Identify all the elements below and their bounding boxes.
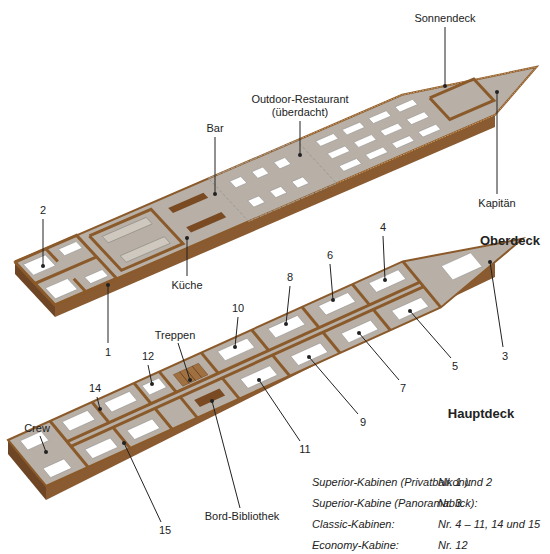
deck-title: Oberdeck bbox=[480, 234, 540, 247]
leader-lines bbox=[40, 27, 503, 522]
main-deck bbox=[8, 216, 542, 486]
callout-number: 14 bbox=[89, 382, 101, 395]
table-cell: Economy-Kabine: bbox=[312, 539, 399, 552]
table-cell: Classic-Kabinen: bbox=[312, 518, 395, 531]
callout-number: 3 bbox=[502, 350, 508, 363]
area-label: Outdoor-Restaurant (überdacht) bbox=[240, 93, 360, 119]
table-cell: Nr. 4 – 11, 14 und 15 bbox=[438, 518, 540, 531]
callout-number: 5 bbox=[452, 360, 458, 373]
leader-dots bbox=[41, 84, 499, 454]
callout-number: 2 bbox=[40, 204, 46, 217]
callout-number: 8 bbox=[287, 271, 293, 284]
callout-number: 6 bbox=[327, 249, 333, 262]
area-label: Kapitän bbox=[478, 197, 515, 210]
upper-deck bbox=[15, 45, 550, 305]
callout-number: 7 bbox=[400, 382, 406, 395]
area-label: Bord-Bibliothek bbox=[205, 510, 280, 523]
callout-number: 10 bbox=[232, 302, 244, 315]
table-cell: Nr. 12 bbox=[438, 539, 468, 552]
callout-number: 1 bbox=[105, 346, 111, 359]
area-label: Crew bbox=[24, 422, 50, 435]
area-label: Bar bbox=[206, 122, 223, 135]
callout-number: 15 bbox=[159, 524, 171, 537]
table-cell: Nr. 3 bbox=[438, 497, 461, 510]
callout-number: 9 bbox=[360, 416, 366, 429]
callout-number: 4 bbox=[380, 221, 386, 234]
table-cell: Nr. 1 und 2 bbox=[438, 476, 492, 489]
area-label: Küche bbox=[171, 279, 202, 292]
callout-number: 12 bbox=[142, 350, 154, 363]
callout-number: 11 bbox=[299, 443, 310, 456]
area-label: Sonnendeck bbox=[414, 12, 475, 25]
area-label: Treppen bbox=[155, 329, 196, 342]
deck-title: Hauptdeck bbox=[448, 407, 514, 420]
